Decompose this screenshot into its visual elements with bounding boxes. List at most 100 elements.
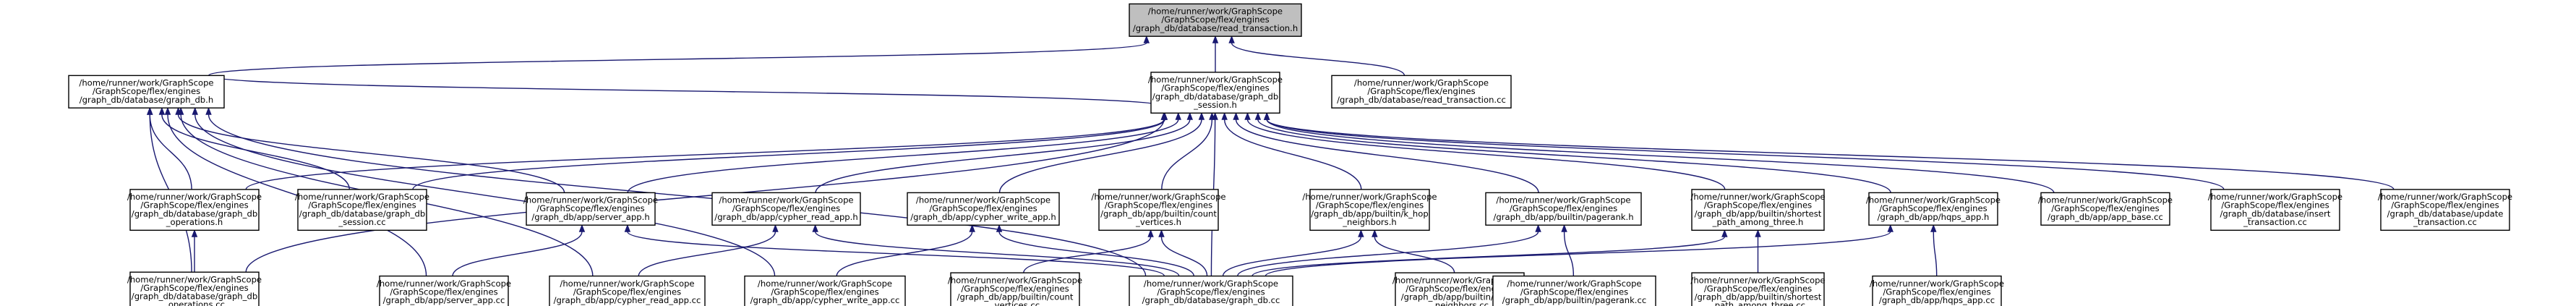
node-box [526,192,656,226]
node-label-line: /home/runner/work/GraphScope [1148,75,1283,85]
node-label-line: /home/runner/work/GraphScope [1496,195,1630,205]
node-label-line: /home/runner/work/GraphScope [1148,7,1283,17]
dependency-edge [412,119,1165,190]
arrow-head [1372,229,1378,237]
arrow-head [1755,229,1761,237]
node-box [1691,189,1825,231]
node-label-line: /home/runner/work/GraphScope [1690,275,1825,285]
node-label-line: /graph_db/app/builtin/k_hop [1311,208,1428,218]
file-node-count-vertices-cc[interactable]: /home/runner/work/GraphScope/GraphScope/… [948,272,1082,306]
arrow-head [1244,111,1251,120]
file-node-shortest-path-h[interactable]: /home/runner/work/GraphScope/GraphScope/… [1690,189,1826,231]
node-label-line: /graph_db/app/app_base.cc [2047,212,2163,222]
dependency-edge [177,114,565,193]
arrow-head [624,224,631,232]
dependency-edge [998,119,1202,193]
dependency-edge [1160,237,1208,276]
node-box [1691,272,1825,306]
file-node-graph-db-operations-h[interactable]: /home/runner/work/GraphScope/GraphScope/… [127,189,262,231]
file-node-shortest-path-cc[interactable]: /home/runner/work/GraphScope/GraphScope/… [1690,272,1826,306]
file-node-graph-db-session-h[interactable]: /home/runner/work/GraphScope/GraphScope/… [1148,72,1283,114]
dependency-edge [1223,119,1362,190]
node-label-line: /GraphScope/flex/engines [1161,83,1269,93]
node-label-line: _session.h [1193,100,1237,110]
arrow-head [164,106,171,115]
node-label-line: /GraphScope/flex/engines [1161,14,1269,25]
arrow-head [1186,111,1194,120]
node-label-line: /home/runner/work/GraphScope [79,78,213,88]
node-label-line: _neighbors.h [1342,217,1397,227]
file-node-read-transaction-cc[interactable]: /home/runner/work/GraphScope/GraphScope/… [1331,75,1512,109]
dependency-edge [1231,42,1405,76]
node-label-line: _vertices.cc [990,300,1040,306]
node-box [129,189,260,231]
node-box [379,275,509,306]
arrow-head [1358,229,1364,237]
node-label-line: /home/runner/work/GraphScope [1302,192,1437,202]
dependency-edge [1374,237,1455,273]
file-node-cypher-write-app-h[interactable]: /home/runner/work/GraphScope/GraphScope/… [907,192,1060,226]
node-box [2380,189,2510,231]
node-label-line: /graph_db/database/read_transaction.h [1133,23,1298,33]
arrow-head [177,106,184,115]
file-node-pagerank-h[interactable]: /home/runner/work/GraphScope/GraphScope/… [1485,192,1642,226]
node-label-line: /home/runner/work/GraphScope [1690,192,1825,202]
node-label-line: _transaction.cc [2413,217,2477,227]
node-box [744,275,906,306]
node-label-line: /GraphScope/flex/engines [536,203,644,213]
node-box [1098,189,1219,231]
node-box [297,189,427,231]
file-node-server-app-h[interactable]: /home/runner/work/GraphScope/GraphScope/… [523,192,658,226]
node-label-line: /graph_db/database/update [2387,208,2504,218]
node-label-line: /GraphScope/flex/engines [771,286,878,297]
file-node-app-base-cc[interactable]: /home/runner/work/GraphScope/GraphScope/… [2038,192,2173,226]
file-node-graph-db-cc[interactable]: /home/runner/work/GraphScope/GraphScope/… [1129,275,1293,306]
dependency-edge [452,231,583,276]
node-label-line: /GraphScope/flex/engines [1367,86,1475,96]
file-node-server-app-cc[interactable]: /home/runner/work/GraphScope/GraphScope/… [377,275,511,306]
node-label-line: _path_among_three.cc [1710,300,1805,306]
node-label-line: _path_among_three.h [1712,217,1804,227]
node-label-line: /GraphScope/flex/engines [1879,203,1987,213]
file-node-graph-db-session-cc[interactable]: /home/runner/work/GraphScope/GraphScope/… [295,189,429,231]
node-label-line: /graph_db/app/builtin/pagerank.h [1493,212,1633,222]
node-label-line: /graph_db/app/hqps_app.h [1878,212,1990,222]
node-box [129,271,260,306]
file-node-hqps-app-cc[interactable]: /home/runner/work/GraphScope/GraphScope/… [1870,275,2004,306]
arrow-head [192,106,198,115]
file-node-graph-db-operations-cc[interactable]: /home/runner/work/GraphScope/GraphScope/… [127,271,262,306]
file-node-k-hop-neighbors-h[interactable]: /home/runner/work/GraphScope/GraphScope/… [1302,189,1437,231]
node-label-line: /graph_db/database/graph_db.cc [1142,295,1280,305]
dependency-edge [194,114,776,276]
dependency-edge [627,119,1179,193]
file-node-insert-transaction-cc[interactable]: /home/runner/work/GraphScope/GraphScope/… [2208,189,2342,231]
file-node-pagerank-cc[interactable]: /home/runner/work/GraphScope/GraphScope/… [1492,275,1656,306]
file-node-count-vertices-h[interactable]: /home/runner/work/GraphScope/GraphScope/… [1091,189,1226,231]
file-node-cypher-read-app-h[interactable]: /home/runner/work/GraphScope/GraphScope/… [711,192,861,226]
node-box [1868,192,1998,226]
dependency-edge [627,231,1165,277]
file-node-graph-db-h[interactable]: /home/runner/work/GraphScope/GraphScope/… [68,75,225,109]
dependency-edge [1257,119,1891,193]
node-box [1150,72,1280,114]
node-label-line: /home/runner/work/GraphScope [1354,78,1489,88]
node-box [68,75,225,109]
file-node-cypher-read-app-cc[interactable]: /home/runner/work/GraphScope/GraphScope/… [549,275,706,306]
file-node-cypher-write-app-cc[interactable]: /home/runner/work/GraphScope/GraphScope/… [744,275,906,306]
node-label-line: /GraphScope/flex/engines [2221,200,2329,211]
file-node-hqps-app-h[interactable]: /home/runner/work/GraphScope/GraphScope/… [1866,192,2001,226]
node-label-line: /home/runner/work/GraphScope [377,279,511,289]
node-label-line: /graph_db/app/cypher_write_app.cc [750,295,900,305]
node-label-line: /graph_db/app/hqps_app.cc [1879,295,1995,305]
file-node-update-transaction-cc[interactable]: /home/runner/work/GraphScope/GraphScope/… [2378,189,2512,231]
arrow-head [1228,35,1235,43]
dependency-edge [149,114,192,190]
node-label-line: /home/runner/work/GraphScope [1866,195,2001,205]
node-label-line: /graph_db/app/builtin/shortest [1695,208,1822,218]
node-label-line: /GraphScope/flex/engines [2391,200,2499,211]
node-label-line: /home/runner/work/GraphScope [523,195,658,205]
node-box [2210,189,2340,231]
arrow-head [1535,224,1541,232]
node-label-line: /graph_db/database/graph_db.h [80,95,213,105]
dependency-edge [1246,119,1726,190]
